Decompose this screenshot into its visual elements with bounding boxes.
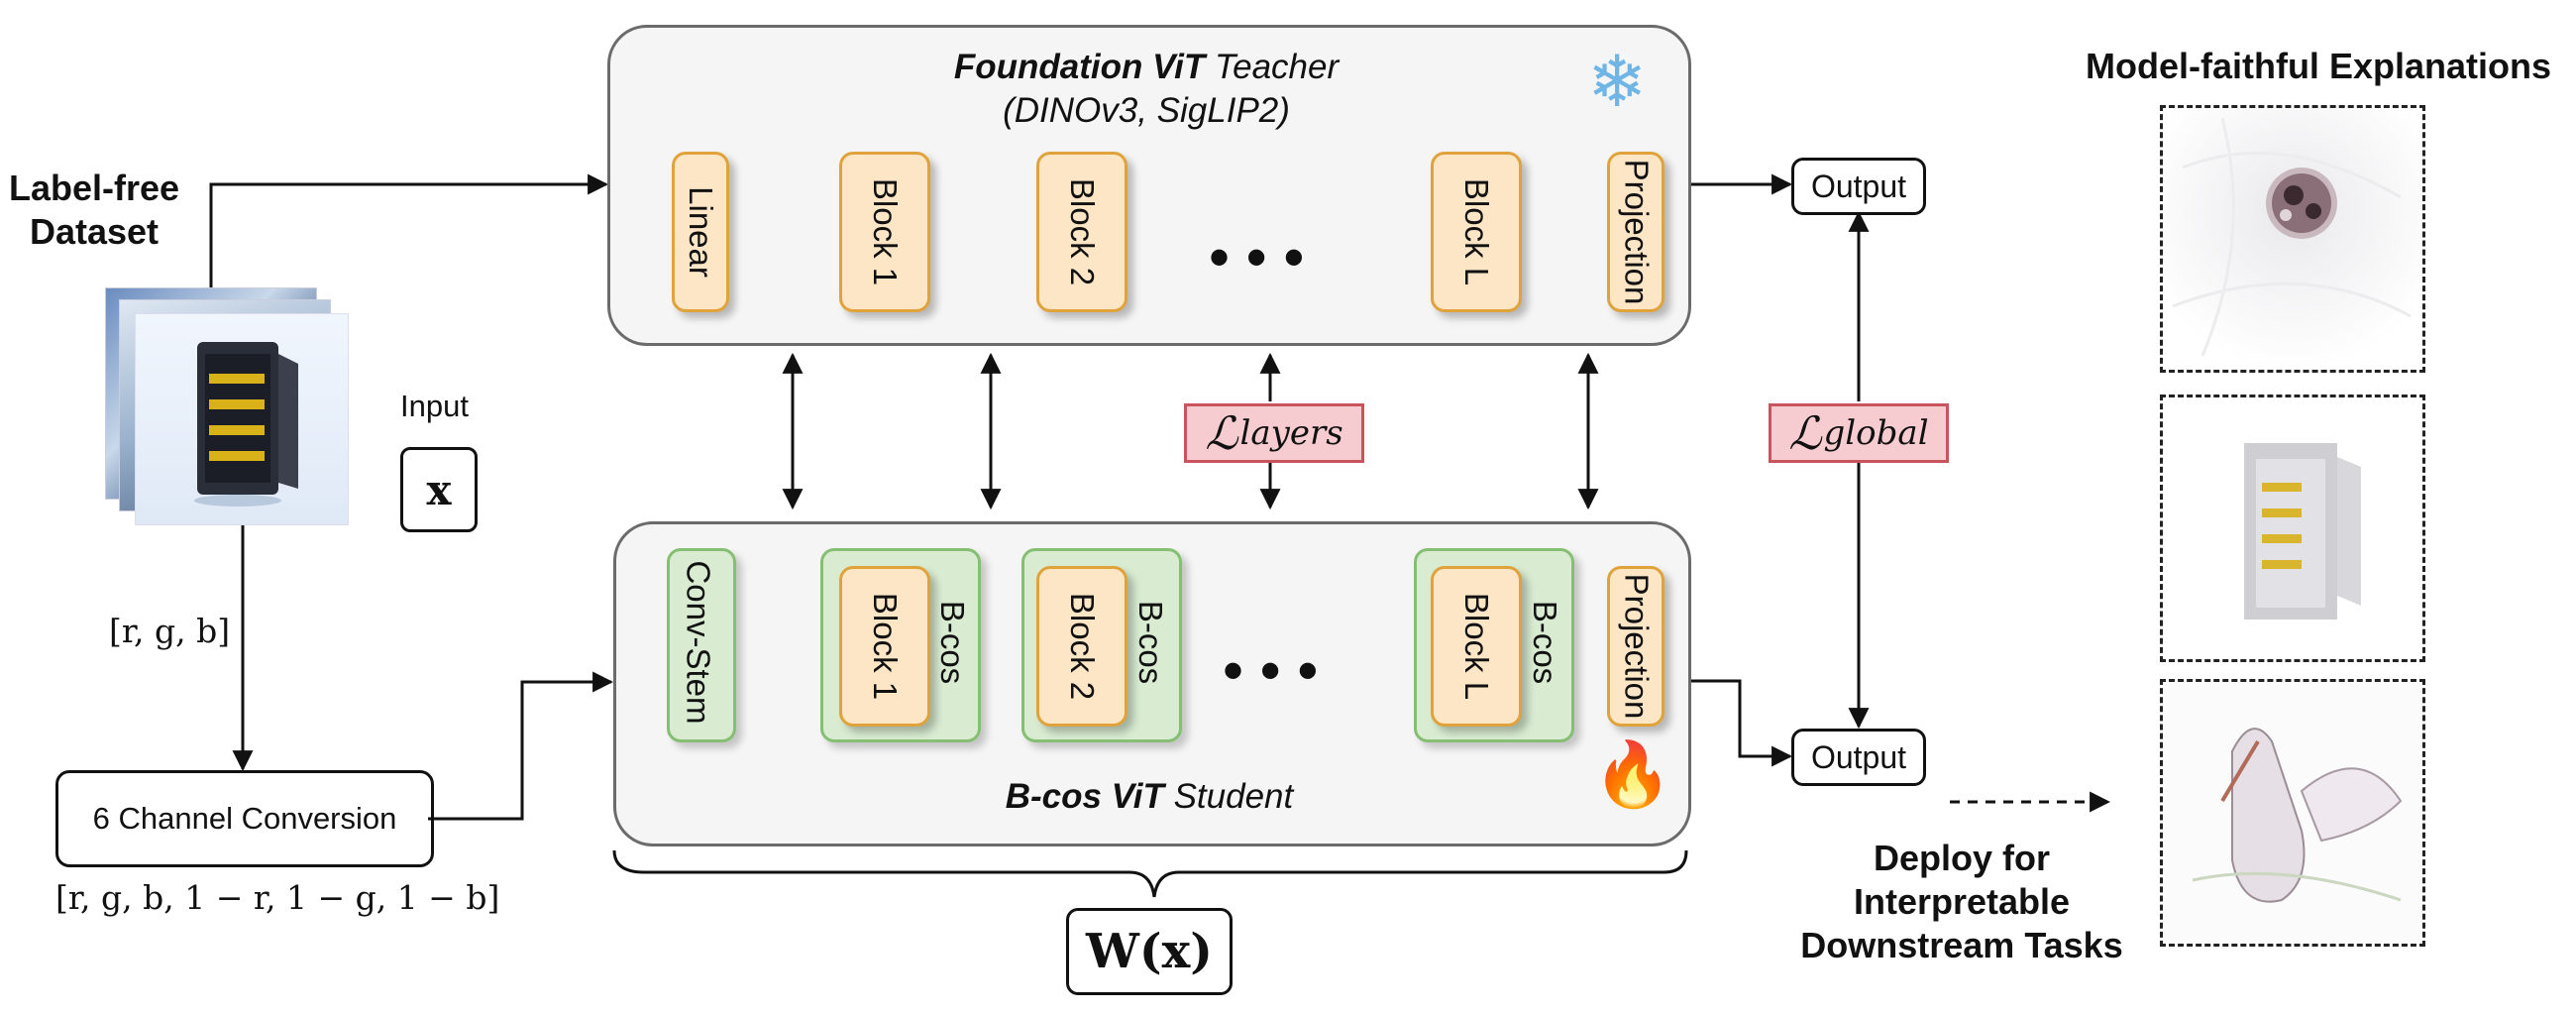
weight-symbol: W xyxy=(1086,924,1139,979)
student-output-box: Output xyxy=(1791,729,1926,786)
input-symbol-box: x xyxy=(400,447,478,532)
teacher-linear-block: Linear xyxy=(672,152,729,312)
curly-brace xyxy=(612,849,1688,898)
weight-matrix-box: W(x) xyxy=(1066,908,1233,995)
safe-heatmap-icon xyxy=(2163,397,2422,659)
teacher-block-L: Block L xyxy=(1431,152,1522,312)
deploy-line1: Deploy for xyxy=(1873,838,2050,878)
teacher-block-label: Block 1 xyxy=(867,177,904,286)
safe-image-icon xyxy=(194,342,298,507)
dataset-label-line2: Dataset xyxy=(29,211,160,252)
global-loss-subscript: global xyxy=(1823,413,1929,453)
weight-arg: x xyxy=(1161,924,1191,979)
teacher-title: Foundation ViT Teacher (DINOv3, SigLIP2) xyxy=(607,48,1685,131)
bcos-label-L: B-cos xyxy=(1522,548,1567,736)
bcos-label: B-cos xyxy=(1527,600,1564,685)
student-conv-stem-text: Conv-Stem xyxy=(667,548,730,736)
student-title-bold: B-cos ViT xyxy=(1005,777,1164,816)
six-channel-conversion-label: 6 Channel Conversion xyxy=(92,801,397,836)
rgb-label: [r, g, b] xyxy=(109,612,231,650)
teacher-projection-block: Projection xyxy=(1607,152,1664,312)
teacher-block-label: Linear xyxy=(683,186,720,278)
arrow-conversion-to-student xyxy=(428,671,614,821)
six-channel-conversion-box: 6 Channel Conversion xyxy=(55,770,434,867)
student-block-label: Block 1 xyxy=(867,592,904,701)
teacher-title-bold: Foundation ViT xyxy=(953,48,1206,86)
student-output-label: Output xyxy=(1810,738,1907,775)
input-symbol: x xyxy=(426,465,452,514)
bcos-label: B-cos xyxy=(934,600,972,685)
student-projection-label: Projection xyxy=(1618,573,1655,720)
student-block-1: Block 1 xyxy=(839,566,930,727)
teacher-output-label: Output xyxy=(1810,168,1907,204)
student-ellipsis: • • • xyxy=(1223,637,1319,704)
student-block-label: Block 2 xyxy=(1064,592,1101,701)
student-projection-block: Projection xyxy=(1607,566,1664,727)
pelican-heatmap-icon xyxy=(2163,682,2422,944)
explanation-image-safe xyxy=(2160,395,2425,662)
teacher-block-label: Block 2 xyxy=(1064,177,1101,286)
soccer-ball-heatmap-icon xyxy=(2163,108,2422,370)
dataset-label: Label-free Dataset xyxy=(0,167,188,254)
input-label: Input xyxy=(400,389,469,423)
student-conv-stem xyxy=(667,548,736,742)
bcos-label: B-cos xyxy=(1132,600,1170,685)
teacher-output-box: Output xyxy=(1791,158,1926,215)
dataset-image-front xyxy=(135,313,349,525)
explanations-title: Model-faithful Explanations xyxy=(2085,46,2551,86)
six-channel-formula: [r, g, b, 1 − r, 1 − g, 1 − b] xyxy=(55,878,500,917)
teacher-block-1: Block 1 xyxy=(839,152,930,312)
layers-loss-subscript: layers xyxy=(1239,413,1343,453)
arrow-dataset-to-teacher xyxy=(209,173,609,287)
teacher-subtitle: (DINOv3, SigLIP2) xyxy=(1003,91,1290,130)
weight-paren-close: ) xyxy=(1190,924,1213,979)
dataset-label-line1: Label-free xyxy=(8,168,180,208)
teacher-block-2: Block 2 xyxy=(1036,152,1127,312)
teacher-block-label: Block L xyxy=(1458,177,1495,286)
deploy-line2: Interpretable xyxy=(1853,881,2071,922)
teacher-block-label: Projection xyxy=(1618,159,1655,305)
explanation-image-ball xyxy=(2160,105,2425,373)
student-title: B-cos ViT Student xyxy=(613,777,1685,817)
student-block-2: Block 2 xyxy=(1036,566,1127,727)
snowflake-icon: ❄ xyxy=(1587,43,1648,122)
student-block-label: Block L xyxy=(1458,592,1495,701)
global-loss-symbol: ℒ xyxy=(1788,406,1822,460)
teacher-ellipsis: • • • xyxy=(1209,224,1305,290)
teacher-title-rest: Teacher xyxy=(1205,48,1340,86)
weight-paren-open: ( xyxy=(1138,924,1162,979)
fire-icon: 🔥 xyxy=(1593,738,1672,810)
bcos-label-2: B-cos xyxy=(1127,548,1173,736)
conv-stem-label: Conv-Stem xyxy=(681,560,717,725)
layers-loss-symbol: ℒ xyxy=(1205,406,1238,460)
deploy-label: Deploy for Interpretable Downstream Task… xyxy=(1773,837,2150,967)
explanation-image-pelican xyxy=(2160,679,2425,947)
bcos-label-1: B-cos xyxy=(929,548,975,736)
student-title-rest: Student xyxy=(1163,777,1294,816)
student-block-L: Block L xyxy=(1431,566,1522,727)
arrow-student-output xyxy=(1686,679,1793,767)
deploy-line3: Downstream Tasks xyxy=(1800,925,2123,965)
